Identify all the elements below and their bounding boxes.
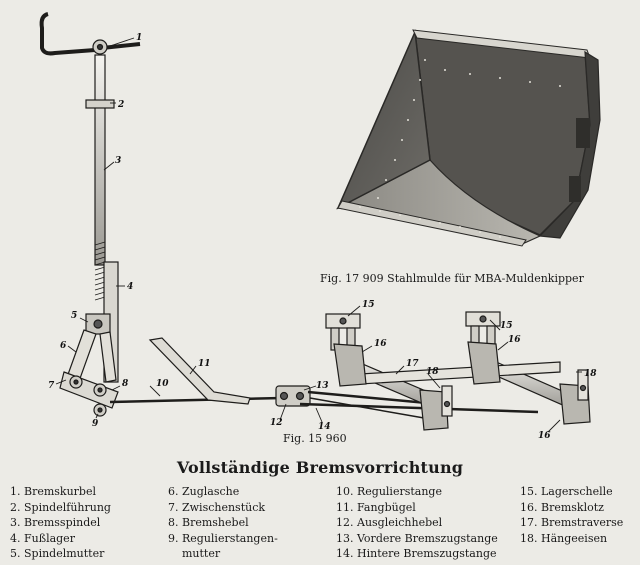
callout-17: 17 bbox=[406, 359, 419, 369]
callout-2: 2 bbox=[117, 100, 124, 110]
callout-3: 3 bbox=[115, 156, 121, 166]
legend-column-4: 15. Lagerschelle 16. Bremsklotz 17. Brem… bbox=[520, 484, 623, 546]
callout-16: 16 bbox=[374, 339, 387, 349]
callout-11: 11 bbox=[198, 359, 211, 369]
legend-item: 16. Bremsklotz bbox=[520, 500, 604, 514]
callout-5: 5 bbox=[71, 311, 77, 321]
legend-item: 10. Regulierstange bbox=[336, 485, 442, 498]
callout-18b: 18 bbox=[584, 369, 597, 379]
callout-4: 4 bbox=[127, 282, 133, 292]
brake-figure-caption: Fig. 15 960 bbox=[283, 432, 347, 445]
callout-13: 13 bbox=[316, 381, 329, 391]
callout-15: 15 bbox=[362, 300, 375, 310]
callout-10: 10 bbox=[156, 379, 169, 389]
callout-12: 12 bbox=[270, 418, 283, 428]
brake-beams bbox=[325, 311, 591, 431]
callout-16b: 16 bbox=[508, 335, 521, 345]
dump-body-illustration bbox=[336, 29, 601, 247]
pull-rods bbox=[275, 385, 539, 419]
callout-7: 7 bbox=[48, 381, 55, 391]
catch-bracket bbox=[148, 337, 251, 405]
callout-15b: 15 bbox=[500, 321, 513, 331]
legend-item: 3. Bremsspindel bbox=[10, 516, 101, 529]
legend-item: 12. Ausgleichhebel bbox=[336, 516, 443, 529]
dump-body-caption: Fig. 17 909 Stahlmulde für MBA-Muldenkip… bbox=[320, 272, 584, 285]
brake-crank-assembly bbox=[39, 12, 283, 417]
callout-6: 6 bbox=[60, 341, 67, 351]
legend-item: mutter bbox=[182, 547, 221, 560]
legend-item: 9. Regulierstangen- bbox=[168, 531, 278, 545]
callout-leaders bbox=[55, 37, 582, 433]
legend-item: 5. Spindelmutter bbox=[10, 547, 105, 560]
callout-9: 9 bbox=[92, 419, 99, 429]
legend-item: 15. Lagerschelle bbox=[520, 485, 613, 498]
legend-column-3: 10. Regulierstange 11. Fangbügel 12. Aus… bbox=[336, 484, 498, 562]
callout-8: 8 bbox=[122, 379, 129, 389]
legend-item: 1. Bremskurbel bbox=[10, 485, 97, 498]
legend-item: 14. Hintere Bremszugstange bbox=[336, 547, 497, 560]
legend-column-2: 6. Zuglasche 7. Zwischenstück 8. Bremshe… bbox=[168, 484, 278, 562]
legend-item: 6. Zuglasche bbox=[168, 485, 240, 498]
callout-labels: 1 2 3 4 5 6 7 8 9 10 11 12 13 14 15 16 1… bbox=[48, 33, 597, 441]
legend-item: 17. Bremstraverse bbox=[520, 516, 624, 529]
callout-16c: 16 bbox=[538, 431, 551, 441]
legend-item: 11. Fangbügel bbox=[336, 500, 416, 514]
legend-item: 8. Bremshebel bbox=[168, 516, 249, 529]
legend-column-1: 1. Bremskurbel 2. Spindelführung 3. Brem… bbox=[10, 484, 111, 562]
callout-1: 1 bbox=[136, 33, 142, 43]
callout-18: 18 bbox=[426, 367, 439, 377]
legend-item: 2. Spindelführung bbox=[10, 500, 111, 514]
legend-item: 4. Fußlager bbox=[10, 531, 75, 545]
legend-item: 13. Vordere Bremszugstange bbox=[336, 531, 498, 545]
legend-item: 18. Hängeeisen bbox=[520, 531, 608, 545]
page-title: Vollständige Bremsvorrichtung bbox=[176, 458, 464, 477]
legend-item: 7. Zwischenstück bbox=[168, 500, 266, 514]
callout-14: 14 bbox=[318, 422, 331, 432]
